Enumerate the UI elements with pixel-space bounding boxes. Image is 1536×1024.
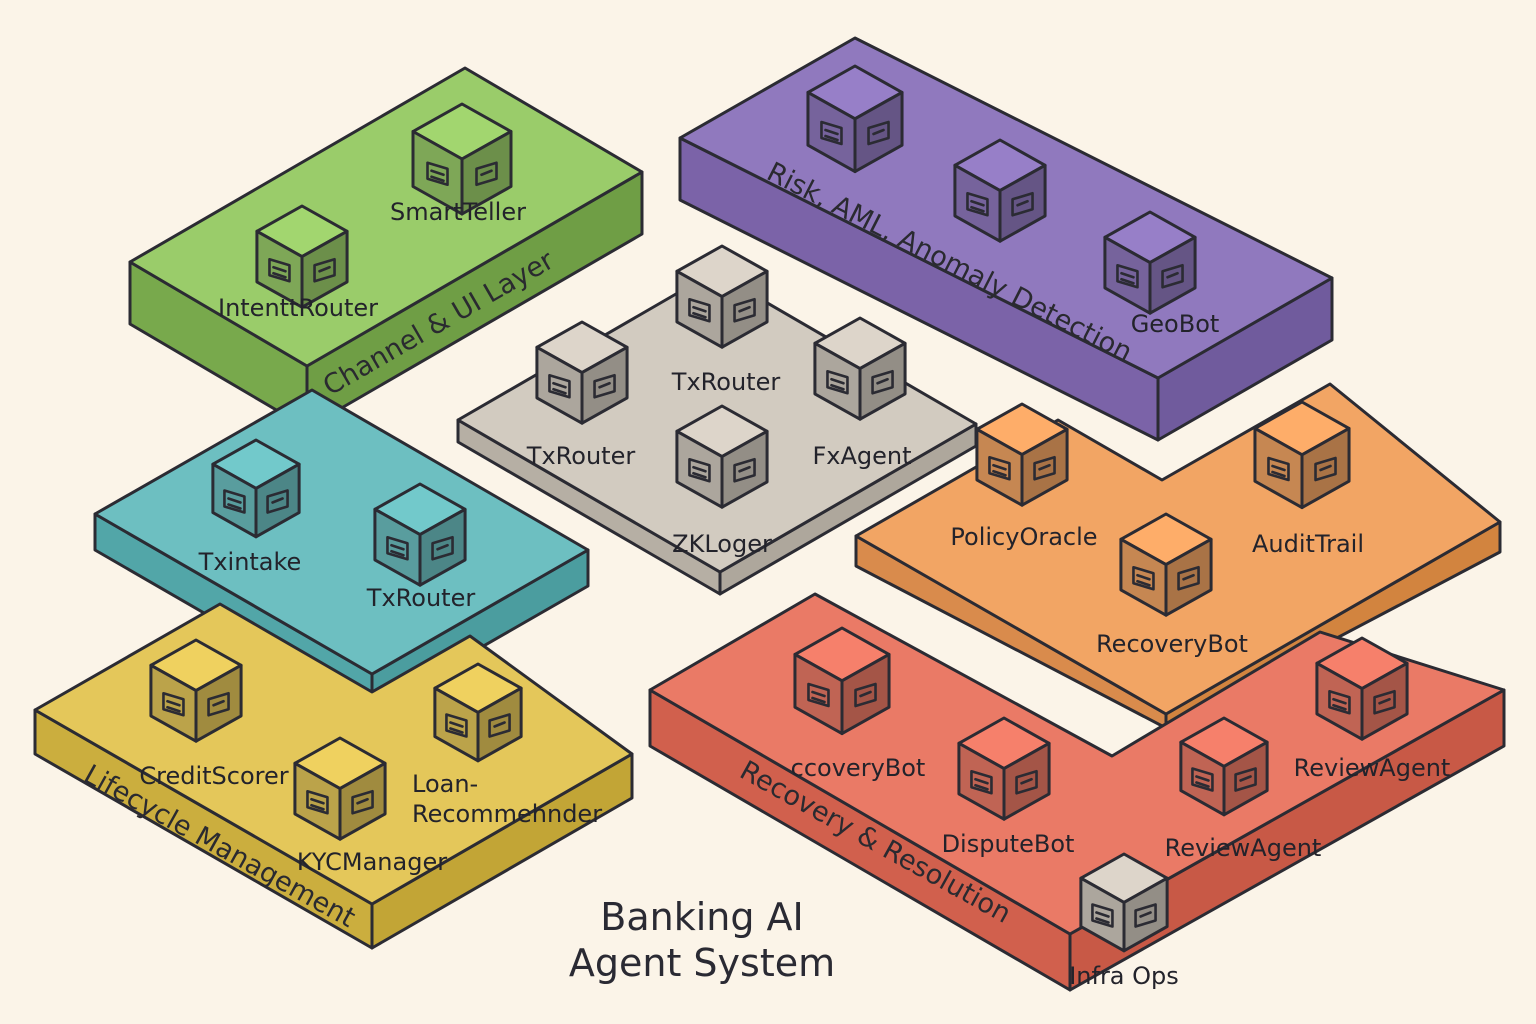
forward-arrow-icon <box>386 535 454 561</box>
location-pin-icon <box>1116 263 1184 289</box>
route-arrows-icon <box>548 373 616 399</box>
agent-label-smartteller[interactable]: SmartTeller <box>390 198 526 226</box>
checklist-icon <box>445 713 511 738</box>
trend-id-icon <box>306 789 374 815</box>
trail-icon <box>1267 456 1337 482</box>
agent-cube-reviewagent-top[interactable] <box>1315 636 1409 741</box>
agent-label-geobot[interactable]: GeoBot <box>1131 310 1220 338</box>
agent-labels: SmartTeller IntenttRouter GeoBot TxRoute… <box>139 198 1450 990</box>
agent-label-loan-recommender-2[interactable]: Recommehnder <box>412 800 602 828</box>
currency-clock-icon <box>826 369 894 395</box>
agent-cube-core-zklogger[interactable] <box>675 404 769 509</box>
agent-label-recoverybot-orange[interactable]: RecoveryBot <box>1096 630 1248 658</box>
agent-cube-creditscorer[interactable] <box>149 638 243 743</box>
agent-cube-audittrail[interactable] <box>1253 400 1351 510</box>
ledger-icon <box>688 457 756 483</box>
card-intake-icon <box>223 489 289 514</box>
recovery-icon <box>1132 565 1200 591</box>
document-stack-icon <box>807 682 877 708</box>
agent-cube-disputebot[interactable] <box>957 716 1051 821</box>
title-line-2: Agent System <box>569 941 835 985</box>
agent-label-policyoracle[interactable]: PolicyOracle <box>950 523 1097 551</box>
agent-label-core-txrouter-top[interactable]: TxRouter <box>671 368 781 396</box>
dispute-document-icon <box>970 769 1038 795</box>
agent-cube-smartteller[interactable] <box>411 102 513 216</box>
diagram-title: Banking AI Agent System <box>569 895 835 985</box>
agent-cube-intentrouter[interactable] <box>255 204 349 309</box>
agent-cube-kycmanager[interactable] <box>293 736 387 841</box>
agent-label-infraops[interactable]: Infra Ops <box>1069 962 1179 990</box>
agent-cube-policyoracle[interactable] <box>975 402 1069 507</box>
agent-cube-risk-chart[interactable] <box>806 64 904 174</box>
agent-cube-geobot[interactable] <box>1103 210 1197 315</box>
agent-cube-risk-graph[interactable] <box>953 138 1047 243</box>
agent-cube-loan-recommender[interactable] <box>433 662 523 763</box>
reviewer-icon <box>1328 689 1396 715</box>
agent-cube-reviewagent-mid[interactable] <box>1179 716 1269 817</box>
agent-label-core-fxagent[interactable]: FxAgent <box>812 442 911 470</box>
agent-label-core-zklogger[interactable]: ZKLoger <box>672 530 772 558</box>
agent-label-kycmanager[interactable]: KYCManager <box>297 848 447 876</box>
agent-cube-core-txrouter-top[interactable] <box>675 244 769 349</box>
bar-chart-icon <box>820 120 890 146</box>
agent-cube-txintake[interactable] <box>211 438 301 539</box>
bug-list-icon <box>1191 767 1257 792</box>
agent-cube-core-txrouter-left[interactable] <box>535 320 629 425</box>
agent-label-loan-recommender-1[interactable]: Loan- <box>412 770 478 798</box>
agent-cube-infraops[interactable] <box>1079 852 1169 953</box>
agent-label-ccoverybot[interactable]: ccoveryBot <box>791 754 926 782</box>
agent-cube-recoverybot-orange[interactable] <box>1119 512 1213 617</box>
agent-label-txintake[interactable]: Txintake <box>198 548 302 576</box>
dollar-coins-icon <box>162 691 230 717</box>
agent-label-intentrouter[interactable]: IntenttRouter <box>218 294 378 322</box>
agent-cube-txrouter-teal[interactable] <box>373 482 467 587</box>
gear-cloud-icon <box>1091 903 1157 928</box>
agent-label-creditscorer[interactable]: CreditScorer <box>139 762 288 790</box>
agent-label-reviewagent-top[interactable]: ReviewAgent <box>1294 754 1451 782</box>
agent-cube-ccoverybot[interactable] <box>793 626 891 736</box>
person-network-icon <box>426 161 498 187</box>
agent-label-disputebot[interactable]: DisputeBot <box>942 830 1075 858</box>
agent-label-core-txrouter-left[interactable]: TxRouter <box>526 442 636 470</box>
agent-cube-core-fxagent[interactable] <box>813 316 907 421</box>
title-line-1: Banking AI <box>600 895 804 939</box>
node-graph-icon <box>966 191 1034 217</box>
split-arrows-icon <box>688 297 756 323</box>
agent-label-audittrail[interactable]: AuditTrail <box>1252 530 1364 558</box>
agent-cubes <box>149 64 1409 953</box>
agent-label-reviewagent-mid[interactable]: ReviewAgent <box>1165 834 1322 862</box>
shield-eye-icon <box>988 455 1056 481</box>
document-arrow-icon <box>268 257 336 283</box>
agent-label-txrouter-teal[interactable]: TxRouter <box>366 584 476 612</box>
